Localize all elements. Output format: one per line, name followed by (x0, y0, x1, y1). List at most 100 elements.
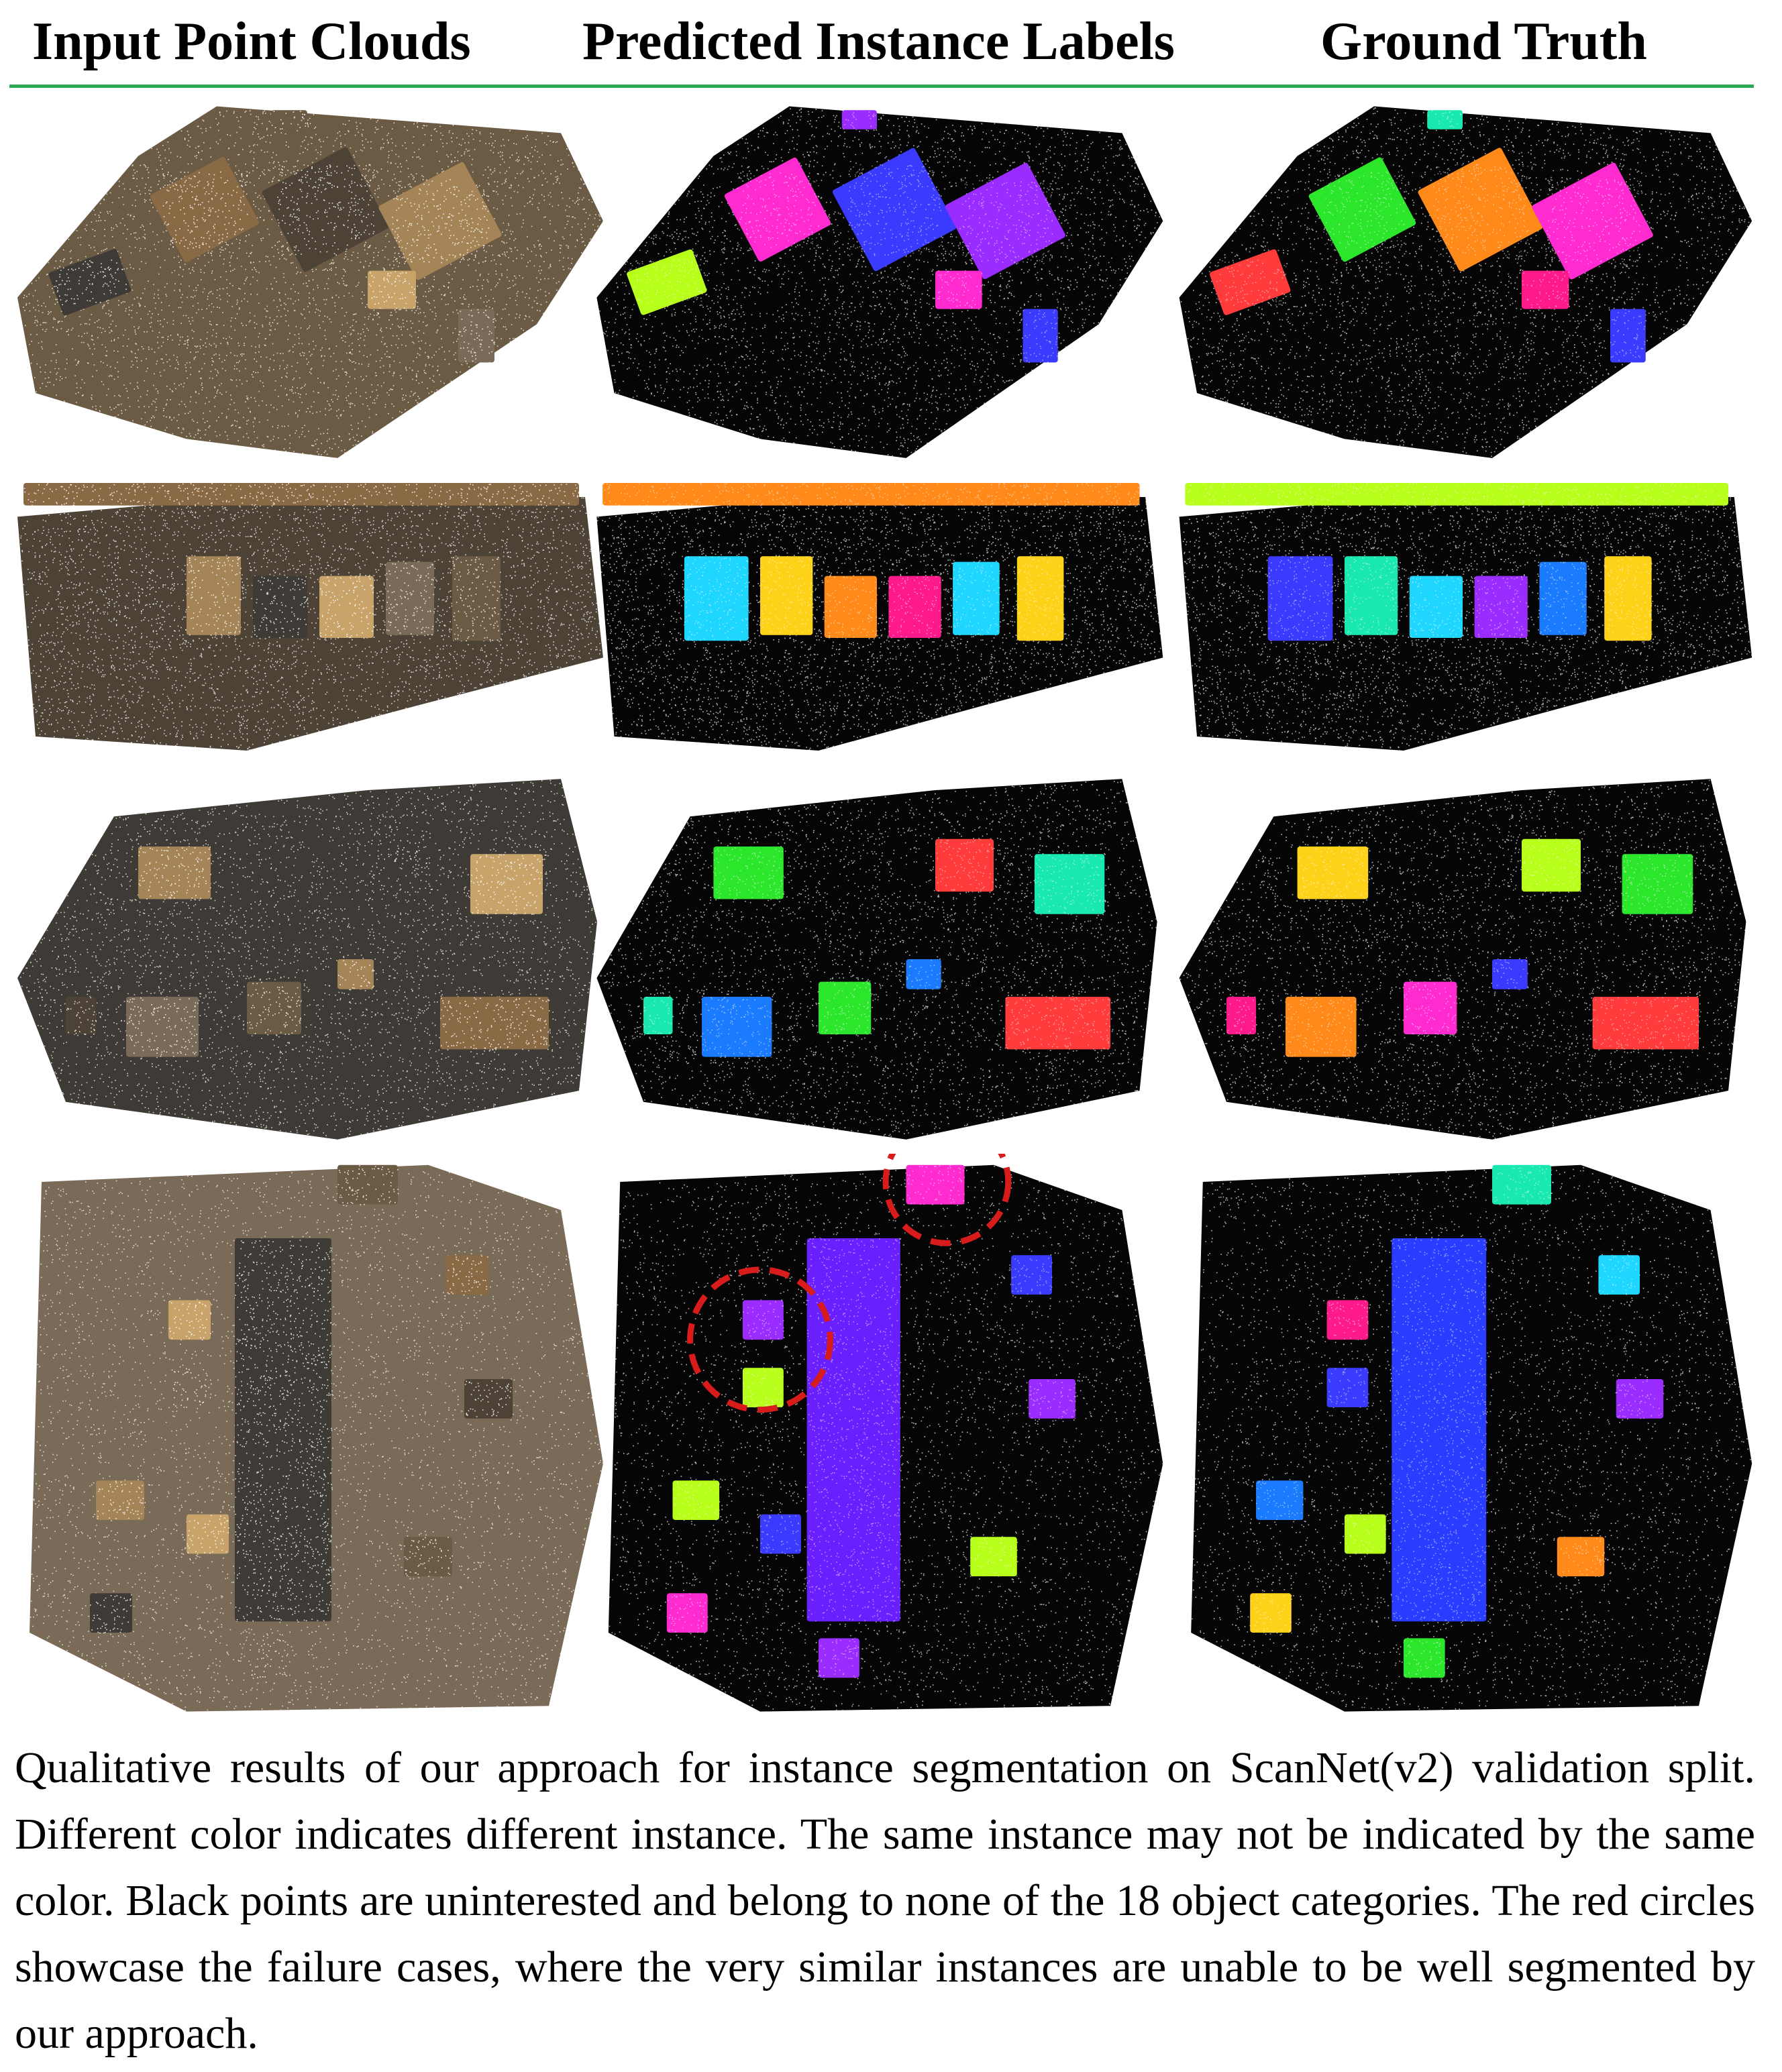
instance-segment (832, 148, 957, 272)
instance-segment (168, 1368, 211, 1407)
panel-row3-input (5, 771, 609, 1147)
instance-segment (953, 561, 1000, 635)
instance-segment (906, 1164, 965, 1205)
point-cloud-image (608, 1154, 1163, 1712)
scene-floor (1179, 779, 1746, 1140)
instance-segment (108, 556, 174, 641)
instance-segment (935, 270, 982, 309)
instance-segment (1345, 556, 1398, 635)
instance-segment (187, 556, 241, 635)
failure-case-circle (687, 1266, 833, 1413)
instance-segment (970, 1537, 1017, 1576)
instance-segment (319, 576, 374, 638)
instance-segment (1522, 838, 1581, 892)
instance-segment (1418, 148, 1543, 272)
panel-row2-input (5, 483, 609, 765)
instance-segment (458, 309, 494, 363)
panel-row4-predicted (585, 1154, 1169, 1717)
instance-segment (1023, 309, 1058, 363)
instance-segment (253, 576, 307, 638)
instance-segment (1598, 1255, 1640, 1295)
instance-segment (337, 959, 374, 989)
instance-segment (841, 110, 877, 129)
point-cloud-image (1179, 779, 1746, 1140)
instance-segment (48, 249, 132, 316)
scene-floor (17, 779, 597, 1140)
panel-row2-ground-truth (1167, 483, 1758, 765)
panel-row4-ground-truth (1167, 1154, 1758, 1717)
instance-segment (1610, 309, 1646, 363)
instance-segment (935, 838, 994, 892)
instance-segment (187, 1514, 229, 1554)
instance-segment (1226, 997, 1256, 1034)
instance-segment (666, 1593, 708, 1633)
instance-segment (1557, 1537, 1605, 1576)
scene-floor (1179, 494, 1752, 751)
failure-case-circle (882, 1154, 1012, 1246)
instance-segment (1256, 1480, 1304, 1520)
instance-segment (1326, 1300, 1369, 1340)
instance-segment (168, 1300, 211, 1340)
instance-segment (906, 959, 941, 989)
instance-segment (824, 576, 877, 638)
instance-segment (440, 997, 549, 1050)
instance-segment (1604, 556, 1652, 641)
point-cloud-image (1191, 1164, 1752, 1712)
instance-segment (378, 162, 502, 280)
instance-segment (627, 249, 707, 315)
instance-segment (446, 1255, 488, 1295)
point-cloud-image (17, 106, 604, 459)
instance-segment (806, 1238, 900, 1622)
panel-row2-predicted (585, 483, 1169, 765)
instance-segment (602, 483, 1140, 506)
instance-segment (90, 1593, 132, 1633)
instance-segment (724, 157, 831, 262)
instance-segment (1185, 483, 1728, 506)
instance-segment (742, 1300, 784, 1340)
instance-segment (1210, 249, 1291, 315)
instance-segment (1616, 1379, 1664, 1419)
instance-segment (1592, 997, 1699, 1050)
instance-segment (1492, 959, 1528, 989)
column-title-predicted: Predicted Instance Labels (582, 12, 1175, 71)
instance-segment (1392, 1238, 1487, 1622)
instance-segment (247, 981, 301, 1034)
instance-segment (1404, 1638, 1445, 1678)
instance-segment (702, 997, 772, 1057)
instance-segment (452, 556, 501, 641)
instance-segment (66, 997, 96, 1034)
instance-segment (1409, 576, 1463, 638)
instance-segment (888, 576, 941, 638)
panel-row3-ground-truth (1167, 771, 1758, 1147)
instance-segment (819, 1638, 859, 1678)
point-cloud-image (1179, 106, 1752, 459)
point-cloud-image (17, 779, 597, 1140)
instance-segment (1492, 1164, 1551, 1205)
column-title-input: Input Point Clouds (32, 12, 471, 71)
instance-segment (684, 556, 749, 641)
instance-segment (760, 556, 813, 635)
scene-floor (596, 779, 1157, 1140)
instance-segment (643, 997, 673, 1034)
instance-segment (1427, 110, 1463, 129)
instance-segment (1622, 854, 1693, 914)
instance-segment (235, 1238, 331, 1622)
instance-segment (1404, 981, 1457, 1034)
scene-floor (17, 494, 603, 751)
instance-segment (247, 1638, 289, 1678)
instance-segment (672, 1480, 720, 1520)
instance-segment (368, 270, 416, 309)
instance-segment (386, 561, 434, 635)
figure-header: Input Point Clouds Predicted Instance La… (0, 0, 1782, 88)
point-cloud-image (596, 106, 1163, 458)
panel-row4-input (5, 1154, 609, 1717)
instance-segment (1034, 854, 1105, 914)
instance-segment (150, 156, 259, 262)
instance-segment (368, 838, 428, 892)
point-cloud-image (596, 779, 1157, 1140)
instance-segment (464, 1379, 513, 1419)
point-cloud-image (596, 483, 1163, 751)
point-cloud-image (1179, 483, 1752, 752)
scene-floor (596, 494, 1163, 751)
panel-row3-predicted (585, 771, 1169, 1147)
